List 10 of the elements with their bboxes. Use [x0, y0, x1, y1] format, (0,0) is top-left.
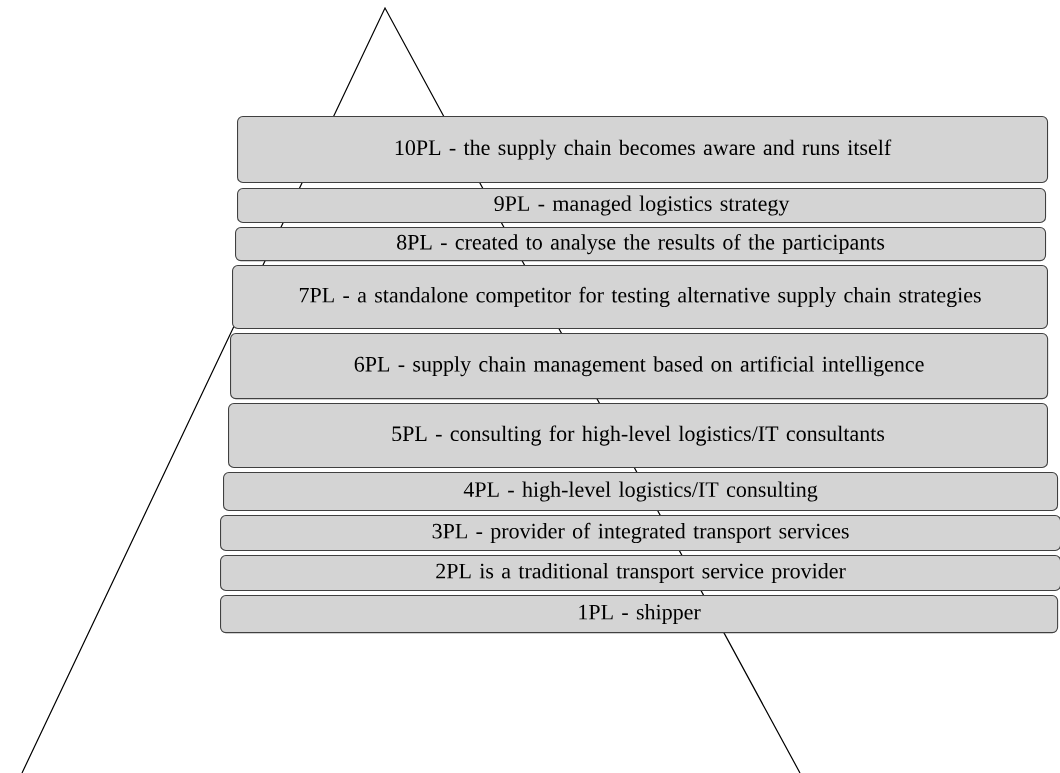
level-box: 1PL - shipper: [220, 595, 1059, 634]
level-box: 4PL - high-level logistics/IT consulting: [223, 472, 1059, 512]
level-box: 10PL - the supply chain becomes aware and runs itself: [237, 116, 1049, 184]
level-box: 3PL - provider of integrated transport services: [220, 515, 1060, 551]
level-box: 7PL - a standalone competitor for testing alternative supply chain strategies: [232, 265, 1048, 329]
level-box: 2PL is a traditional transport service provider: [220, 555, 1060, 591]
level-box: 5PL - consulting for high-level logistics/IT consultants: [228, 403, 1048, 469]
level-box: 9PL - managed logistics strategy: [237, 188, 1047, 224]
level-box: 6PL - supply chain management based on artificial intelligence: [230, 333, 1049, 400]
level-box: 8PL - created to analyse the results of the participants: [235, 227, 1047, 262]
